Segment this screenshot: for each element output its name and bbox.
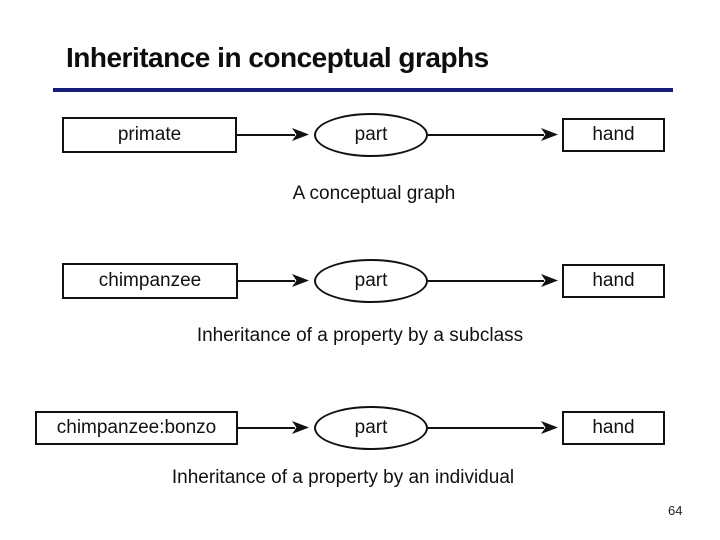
concept-node-object: hand (562, 264, 665, 298)
arrow-shaft (428, 280, 544, 282)
concept-node-object: hand (562, 411, 665, 445)
arrow-shaft (237, 134, 295, 136)
concept-node-label: chimpanzee (98, 270, 202, 291)
relation-node: part (314, 259, 428, 303)
relation-node-label: part (354, 270, 388, 291)
concept-node-subject: chimpanzee (62, 263, 238, 299)
relation-node: part (314, 406, 428, 450)
page-number: 64 (668, 503, 683, 518)
concept-node-label: primate (117, 124, 182, 145)
diagram-caption: Inheritance of a property by an individu… (171, 467, 515, 488)
concept-node-label: chimpanzee:bonzo (56, 417, 217, 438)
concept-node-object: hand (562, 118, 665, 152)
title-underline (53, 88, 673, 92)
diagram-caption: A conceptual graph (292, 183, 456, 204)
concept-node-subject: chimpanzee:bonzo (35, 411, 238, 445)
arrow-shaft (238, 280, 295, 282)
page-title: Inheritance in conceptual graphs (66, 42, 489, 73)
concept-node-subject: primate (62, 117, 237, 153)
relation-node-label: part (354, 124, 388, 145)
arrow-shaft (238, 427, 295, 429)
arrow-shaft (428, 427, 544, 429)
concept-node-label: hand (592, 124, 635, 145)
diagram-caption: Inheritance of a property by a subclass (196, 325, 524, 346)
arrow-shaft (428, 134, 544, 136)
concept-node-label: hand (592, 417, 635, 438)
concept-node-label: hand (592, 270, 635, 291)
relation-node: part (314, 113, 428, 157)
relation-node-label: part (354, 417, 388, 438)
